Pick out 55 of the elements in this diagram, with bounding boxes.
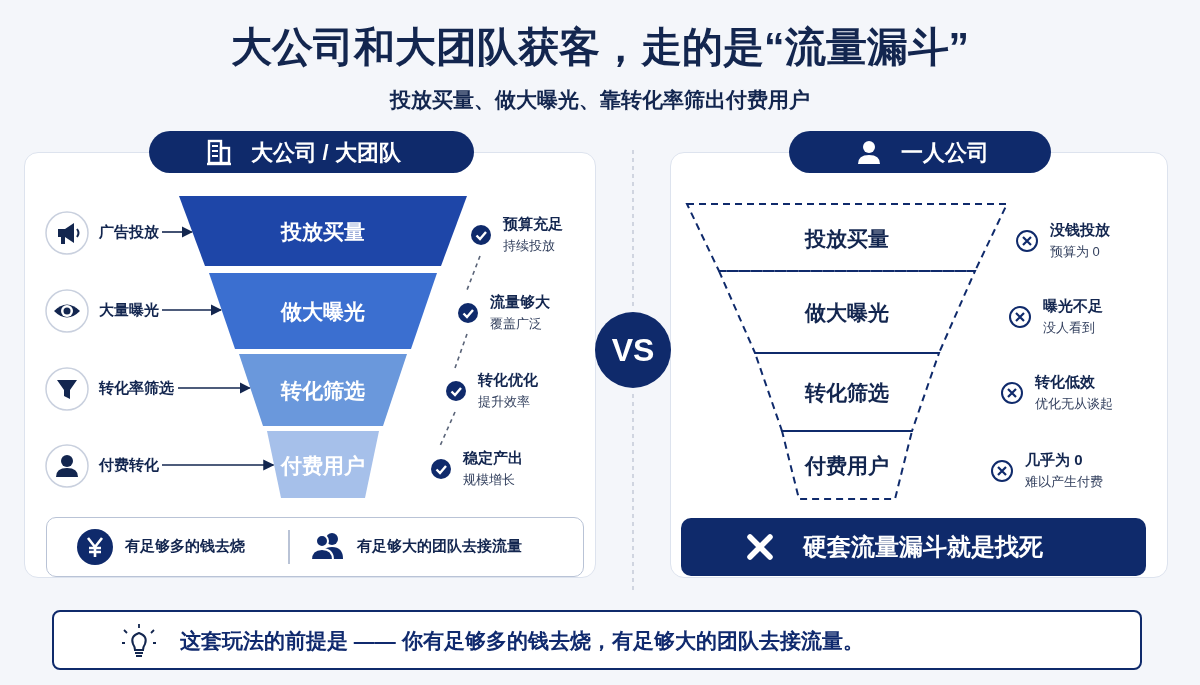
point-note: 规模增长 <box>463 471 515 489</box>
point-note: 难以产生付费 <box>1025 473 1103 491</box>
channel-label: 付费转化 <box>99 456 159 475</box>
point-note: 预算为 0 <box>1050 243 1100 261</box>
channel-label: 转化率筛选 <box>99 379 174 398</box>
warning-banner <box>681 518 1146 576</box>
point-note: 持续投放 <box>503 237 555 255</box>
funnel-segment <box>267 431 379 498</box>
panel-heading: 大公司 / 大团队 <box>250 139 401 167</box>
segment-label: 做大曝光 <box>279 299 366 325</box>
point-note: 没人看到 <box>1043 319 1095 337</box>
connector-line <box>454 333 468 369</box>
funnel-segment <box>719 271 975 353</box>
point-note: 覆盖广泛 <box>490 315 542 333</box>
point-note: 优化无从谈起 <box>1035 395 1113 413</box>
connector-line <box>439 411 456 447</box>
arrow <box>161 226 193 238</box>
requirement-box <box>46 517 584 577</box>
point-heading: 几乎为 0 <box>1025 451 1083 470</box>
subtitle: 投放买量、做大曝光、靠转化率筛出付费用户 <box>388 87 811 113</box>
arrow <box>177 382 251 394</box>
channel-label: 广告投放 <box>99 223 159 242</box>
segment-label: 付费用户 <box>803 453 890 479</box>
panel-heading: 一人公司 <box>901 139 989 167</box>
segment-label: 转化筛选 <box>279 378 366 404</box>
note-box <box>52 610 1142 670</box>
segment-label: 投放买量 <box>279 219 366 245</box>
point-heading: 稳定产出 <box>463 449 523 468</box>
segment-label: 做大曝光 <box>803 300 890 326</box>
segment-label: 付费用户 <box>279 452 366 479</box>
funnel-segment <box>179 196 467 266</box>
title: 大公司和大团队获客，走的是“流量漏斗” <box>230 23 970 72</box>
funnel-segment <box>209 273 437 349</box>
funnel-segment <box>239 354 407 426</box>
point-heading: 预算充足 <box>503 215 563 234</box>
funnel-segment <box>687 204 1007 271</box>
segment-label: 投放买量 <box>803 225 890 252</box>
funnel-segment <box>755 353 939 431</box>
arrow <box>161 304 223 316</box>
point-heading: 没钱投放 <box>1050 221 1110 240</box>
note-text: 这套玩法的前提是 —— 你有足够多的钱去烧，有足够大的团队去接流量。 <box>180 628 864 654</box>
connector-line <box>466 255 481 291</box>
segment-label: 转化筛选 <box>803 380 890 406</box>
funnel-segment <box>782 431 912 499</box>
point-heading: 流量够大 <box>490 293 550 312</box>
requirement-text: 有足够多的钱去烧 <box>125 537 245 556</box>
channel-label: 大量曝光 <box>99 301 159 320</box>
arrow <box>161 459 275 471</box>
point-heading: 曝光不足 <box>1043 297 1103 316</box>
point-heading: 转化优化 <box>478 371 538 390</box>
point-heading: 转化低效 <box>1035 373 1095 392</box>
point-note: 提升效率 <box>478 393 530 411</box>
warning-text: 硬套流量漏斗就是找死 <box>803 532 1043 562</box>
requirement-text: 有足够大的团队去接流量 <box>357 537 522 556</box>
vs-text: VS <box>610 332 656 369</box>
